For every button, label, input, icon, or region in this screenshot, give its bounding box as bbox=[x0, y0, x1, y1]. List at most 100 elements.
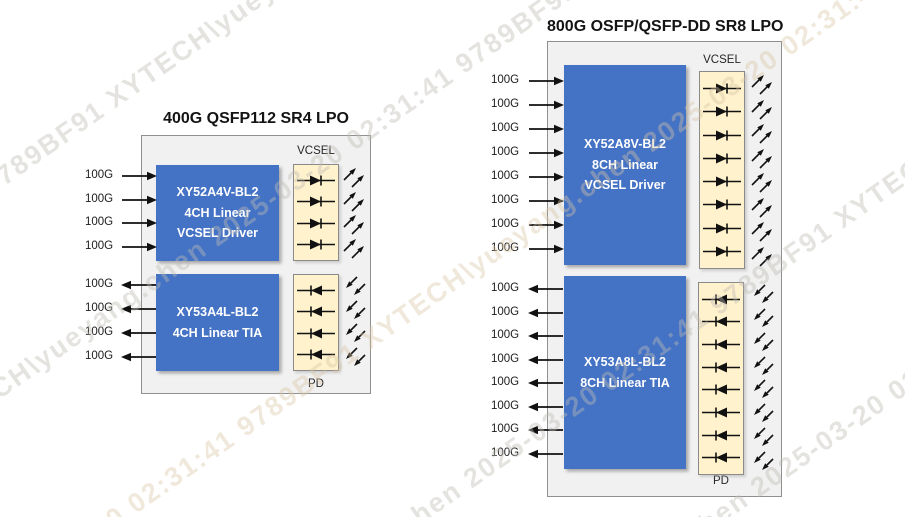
lane-label: 100G bbox=[491, 282, 520, 294]
light-in-arrow-icon bbox=[754, 451, 774, 470]
electrical-output-lanes: 100G 100G 100G 100G bbox=[83, 108, 383, 410]
lane-arrow-icon bbox=[528, 448, 564, 460]
chip-line: 4CH Linear TIA bbox=[172, 325, 263, 340]
lane-arrow-icon bbox=[528, 330, 564, 342]
light-in-arrow-icon bbox=[346, 276, 366, 295]
pd-label: PD bbox=[308, 378, 324, 390]
vcsel-array-box bbox=[699, 71, 745, 269]
photodiode-icon bbox=[297, 306, 335, 317]
light-in-arrow-icon bbox=[754, 308, 774, 327]
light-out-arrow-icon bbox=[343, 239, 364, 259]
lane-arrow-icon bbox=[121, 241, 157, 253]
laser-diode-icon bbox=[703, 199, 741, 210]
lane-label: 100G bbox=[491, 399, 520, 412]
light-out-arrow-icon bbox=[751, 197, 772, 218]
lane-label: 100G bbox=[491, 98, 520, 110]
lane-label: 100G bbox=[85, 169, 114, 181]
laser-diode-icon bbox=[297, 218, 335, 229]
chip-line: 8CH Linear bbox=[592, 157, 658, 172]
light-out-arrow-icon bbox=[343, 167, 364, 188]
lane-arrow-icon bbox=[528, 171, 564, 183]
lane-arrow-icon bbox=[528, 243, 564, 255]
chip-line: 4CH Linear bbox=[184, 205, 251, 220]
laser-diode-icon bbox=[703, 153, 741, 164]
diagram-400g-qsfp112-sr4-lpo: 400G QSFP112 SR4 LPO VCSEL PD XY52A4V-BL… bbox=[83, 108, 383, 410]
light-input-arrows bbox=[340, 274, 368, 371]
lane-arrow-icon bbox=[121, 170, 157, 182]
lane-arrow-icon bbox=[121, 351, 157, 363]
lane-arrow-icon bbox=[121, 303, 157, 315]
diagram-800g-osfp-qsfp-dd-sr8-lpo: 800G OSFP/QSFP-DD SR8 LPO VCSEL PD XY52A… bbox=[490, 10, 800, 515]
lane-arrow-icon bbox=[528, 195, 564, 207]
light-output-arrows bbox=[340, 164, 368, 261]
electrical-output-lanes: 100G 100G 100G 100G 100G 100G 100G 100G bbox=[490, 10, 800, 515]
light-in-arrow-icon bbox=[754, 427, 774, 447]
lane-label: 100G bbox=[491, 122, 520, 134]
photodiode-icon bbox=[297, 328, 335, 339]
light-in-arrow-icon bbox=[754, 403, 774, 423]
lane-arrow-icon bbox=[528, 219, 564, 231]
lane-label: 100G bbox=[491, 194, 520, 206]
pd-array-box bbox=[698, 282, 744, 475]
light-output-arrows bbox=[747, 71, 777, 269]
chip-line: XY52A8V-BL2 bbox=[584, 136, 666, 151]
lane-label: 100G bbox=[491, 218, 520, 230]
pd-label: PD bbox=[713, 475, 729, 487]
lane-label: 100G bbox=[491, 352, 520, 365]
vcsel-label: VCSEL bbox=[703, 54, 741, 66]
light-in-arrow-icon bbox=[346, 323, 366, 343]
light-out-arrow-icon bbox=[751, 173, 772, 193]
photodiode-icon bbox=[297, 349, 335, 360]
lane-arrow-icon bbox=[528, 147, 564, 159]
chip-line: XY52A4V-BL2 bbox=[176, 184, 259, 199]
lane-arrow-icon bbox=[121, 327, 157, 339]
light-out-arrow-icon bbox=[343, 191, 364, 212]
lane-label: 100G bbox=[491, 305, 520, 318]
light-out-arrow-icon bbox=[751, 246, 772, 267]
chip-line: XY53A8L-BL2 bbox=[584, 354, 666, 369]
lane-arrow-icon bbox=[528, 307, 564, 319]
lane-arrow-icon bbox=[528, 377, 564, 389]
lane-label: 100G bbox=[491, 74, 520, 86]
lane-arrow-icon bbox=[121, 217, 157, 229]
laser-diode-icon bbox=[703, 246, 741, 257]
light-out-arrow-icon bbox=[751, 148, 772, 169]
diagram-title: 800G OSFP/QSFP-DD SR8 LPO bbox=[547, 18, 784, 35]
photodiode-icon bbox=[297, 285, 335, 296]
photodiode-icon bbox=[702, 384, 740, 395]
lane-arrow-icon bbox=[121, 279, 157, 291]
laser-diode-icon bbox=[703, 223, 741, 234]
photodiode-icon bbox=[702, 316, 740, 327]
light-in-arrow-icon bbox=[346, 347, 366, 367]
light-in-arrow-icon bbox=[754, 355, 774, 375]
diagram-title: 400G QSFP112 SR4 LPO bbox=[163, 110, 349, 127]
laser-diode-icon bbox=[297, 239, 335, 250]
lane-label: 100G bbox=[491, 446, 520, 459]
light-in-arrow-icon bbox=[754, 379, 774, 399]
chip-line: VCSEL Driver bbox=[176, 226, 259, 241]
laser-diode-icon bbox=[703, 130, 741, 141]
lane-arrow-icon bbox=[528, 354, 564, 366]
electrical-input-lanes: 100G 100G 100G 100G 100G 100G 100G 100G bbox=[490, 10, 800, 515]
laser-diode-icon bbox=[297, 175, 335, 186]
tia-chip: XY53A4L-BL2 4CH Linear TIA bbox=[156, 274, 279, 371]
lane-label: 100G bbox=[85, 326, 114, 338]
lane-label: 100G bbox=[85, 350, 114, 362]
lane-arrow-icon bbox=[528, 283, 564, 295]
laser-diode-icon bbox=[703, 176, 741, 187]
light-out-arrow-icon bbox=[751, 124, 772, 144]
light-out-arrow-icon bbox=[751, 75, 772, 96]
photodiode-icon bbox=[702, 430, 740, 441]
lane-arrow-icon bbox=[528, 99, 564, 111]
lane-label: 100G bbox=[85, 278, 114, 290]
chip-line: XY53A4L-BL2 bbox=[176, 304, 259, 319]
light-out-arrow-icon bbox=[343, 215, 364, 235]
lane-arrow-icon bbox=[528, 424, 564, 436]
lane-label: 100G bbox=[491, 170, 520, 182]
laser-diode-icon bbox=[703, 106, 741, 117]
lane-label: 100G bbox=[491, 423, 520, 435]
vcsel-array-box bbox=[293, 164, 339, 261]
